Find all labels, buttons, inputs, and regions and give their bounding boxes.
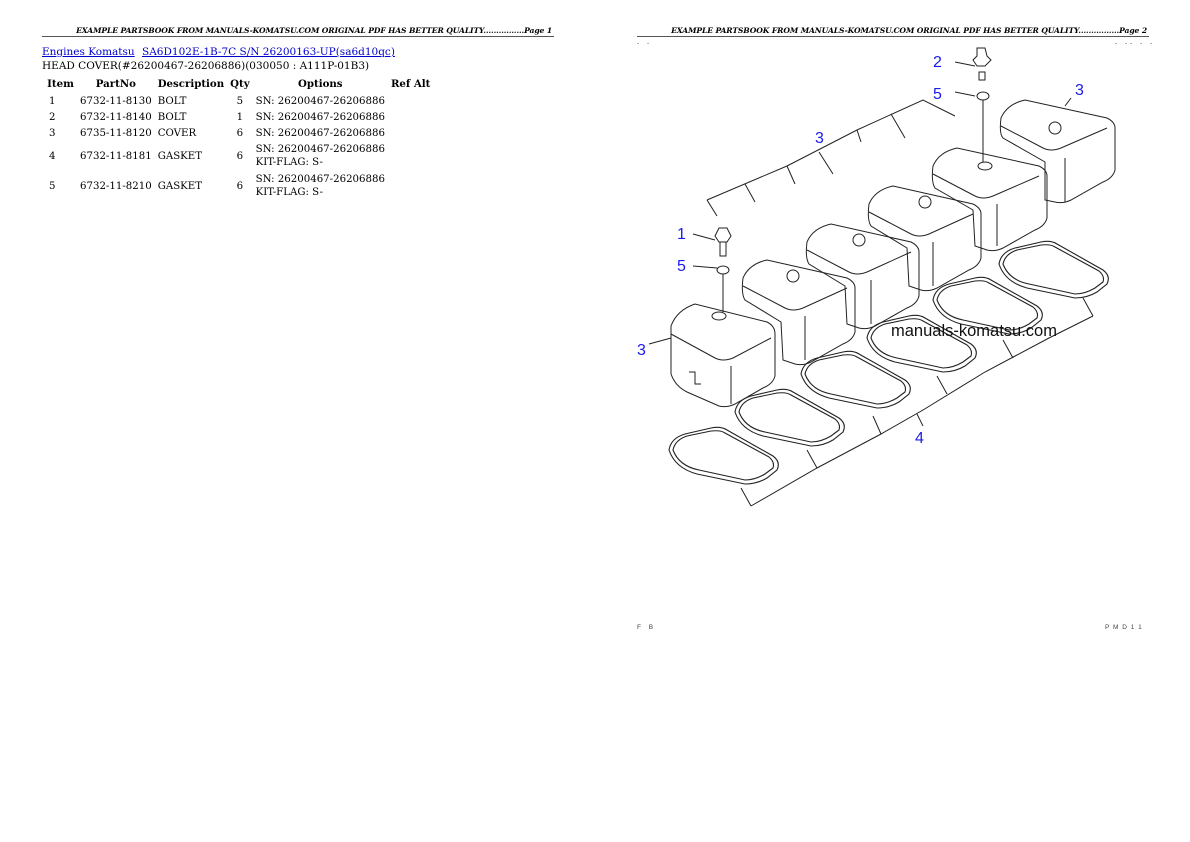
callout-label: 1 [677,226,686,243]
watermark: manuals-komatsu.com [891,322,1057,340]
breadcrumb-link-model[interactable]: SA6D102E-1B-7C S/N 26200163-UP(sa6d10qc) [142,46,395,58]
table-row: 2 6732-11-8140 BOLT 1 SN: 26200467-26206… [44,109,433,125]
cell-description: BOLT [157,111,187,123]
table-row: 4 6732-11-8181 GASKET 6 SN: 26200467-262… [44,141,433,171]
callout-label: 3 [637,342,646,359]
header-divider [637,36,1149,37]
cell-description: GASKET [157,150,203,162]
cell-ref-alt [388,171,433,201]
cell-partno: 6732-11-8140 [80,111,152,123]
cell-qty: 6 [236,127,244,139]
cell-item: 3 [49,127,56,139]
cell-options: SN: 26200467-26206886 KIT-FLAG: S- [253,171,388,201]
breadcrumb: Engines Komatsu SA6D102E-1B-7C S/N 26200… [42,46,399,58]
cell-partno: 6732-11-8210 [80,180,152,192]
callout-label: 3 [815,130,824,147]
callout-label: 5 [677,258,686,275]
column-header-ref-alt: Ref Alt [390,78,431,90]
cell-ref-alt [388,125,433,141]
cell-item: 2 [49,111,56,123]
option-line: SN: 26200467-26206886 [255,111,385,123]
table-header-row: Item PartNo Description Qty Options Ref … [44,77,433,93]
callout-label: 3 [1075,82,1084,99]
callout-label: 2 [933,54,942,71]
column-header-qty: Qty [230,78,250,90]
running-header: EXAMPLE PARTSBOOK FROM MANUALS-KOMATSU.C… [76,26,552,35]
cell-qty: 6 [236,150,244,162]
callout-label: 4 [915,430,924,447]
cell-qty: 5 [236,95,244,107]
section-title: HEAD COVER(#26200467-26206886)(030050 : … [42,60,370,72]
cell-description: COVER [157,127,197,139]
callout-label: 5 [933,86,942,103]
option-line: SN: 26200467-26206886 [255,127,385,139]
cell-partno: 6735-11-8120 [80,127,152,139]
option-line: SN: 26200467-26206886 [255,174,385,185]
page-2: EXAMPLE PARTSBOOK FROM MANUALS-KOMATSU.C… [595,0,1190,842]
header-divider [42,36,554,37]
column-header-description: Description [157,78,225,90]
breadcrumb-link-engines-komatsu[interactable]: Engines Komatsu [42,46,135,58]
cell-partno: 6732-11-8130 [80,95,152,107]
table-row: 3 6735-11-8120 COVER 6 SN: 26200467-2620… [44,125,433,141]
cell-partno: 6732-11-8181 [80,150,152,162]
cell-ref-alt [388,109,433,125]
option-line: SN: 26200467-26206886 [255,95,385,107]
footer-left-code: F B [637,624,657,631]
cell-description: GASKET [157,180,203,192]
column-header-options: Options [298,78,343,90]
exploded-parts-diagram: 2 5 3 3 1 5 3 4 manuals-komatsu.com [635,42,1155,522]
cell-qty: 6 [236,180,244,192]
option-line: KIT-FLAG: S- [255,187,323,198]
cell-item: 4 [49,150,56,162]
option-line: KIT-FLAG: S- [255,157,323,168]
cell-item: 1 [49,95,56,107]
cell-item: 5 [49,180,56,192]
page-1: EXAMPLE PARTSBOOK FROM MANUALS-KOMATSU.C… [42,26,554,201]
cell-ref-alt [388,141,433,171]
table-row: 1 6732-11-8130 BOLT 5 SN: 26200467-26206… [44,93,433,109]
running-header: EXAMPLE PARTSBOOK FROM MANUALS-KOMATSU.C… [671,26,1147,35]
cell-options: SN: 26200467-26206886 [253,125,388,141]
cell-ref-alt [388,93,433,109]
table-row: 5 6732-11-8210 GASKET 6 SN: 26200467-262… [44,171,433,201]
head-cover-illustration [648,47,1116,507]
cell-qty: 1 [236,111,244,123]
corner-marks: - - [637,40,653,47]
cell-description: BOLT [157,95,187,107]
parts-table: Item PartNo Description Qty Options Ref … [44,77,433,201]
column-header-item: Item [47,78,74,90]
option-line: SN: 26200467-26206886 [255,144,385,155]
corner-marks: - -- - - [1115,40,1156,47]
column-header-partno: PartNo [95,78,136,90]
footer-right-code: P M D 1 1 [1105,624,1143,631]
cell-options: SN: 26200467-26206886 KIT-FLAG: S- [253,141,388,171]
cell-options: SN: 26200467-26206886 [253,93,388,109]
cell-options: SN: 26200467-26206886 [253,109,388,125]
